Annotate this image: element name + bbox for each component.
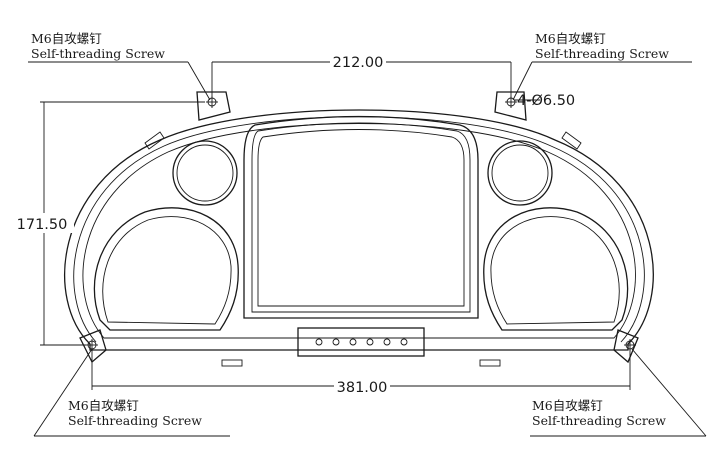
dimension-top-width-label: 212.00 — [333, 55, 384, 71]
indicator-pin — [400, 338, 408, 346]
mount-tab-bottom-left — [79, 329, 107, 364]
large-gauge-right — [483, 207, 629, 331]
callout-bottom-right-cn: M6自攻螺钉 — [532, 398, 603, 413]
callout-bottom-right-en: Self-threading Screw — [532, 413, 666, 428]
callout-bottom-left-cn: M6自攻螺钉 — [68, 398, 139, 413]
large-gauge-left — [93, 207, 239, 331]
hole-spec-label: 4-Ø6.50 — [517, 93, 575, 109]
side-clip-left — [144, 131, 165, 150]
callout-top-right-cn: M6自攻螺钉 — [535, 31, 606, 46]
small-gauge-right — [487, 140, 553, 206]
small-gauge-left-inner — [176, 144, 234, 202]
bottom-clip-left — [221, 359, 243, 367]
indicator-pin — [366, 338, 374, 346]
display-screen-outline — [257, 129, 465, 307]
callout-bottom-right: M6自攻螺钉 Self-threading Screw — [530, 348, 707, 437]
callout-top-left-cn: M6自攻螺钉 — [31, 31, 102, 46]
small-gauge-left — [172, 140, 238, 206]
indicator-strip — [297, 327, 425, 357]
dimension-height-label: 171.50 — [17, 217, 68, 233]
callout-top-left: M6自攻螺钉 Self-threading Screw — [28, 31, 211, 101]
dimension-bottom-width: 381.00 — [91, 350, 631, 396]
indicator-pin — [315, 338, 323, 346]
mount-tab-top-left — [196, 91, 231, 121]
large-gauge-left-inner — [102, 216, 232, 325]
side-clip-right — [561, 131, 582, 150]
dimension-height: 171.50 — [14, 101, 205, 346]
bottom-clip-right — [479, 359, 501, 367]
callout-bottom-left: M6自攻螺钉 Self-threading Screw — [33, 348, 230, 437]
small-gauge-right-inner — [491, 144, 549, 202]
large-gauge-right-inner — [490, 216, 620, 325]
callout-top-right-en: Self-threading Screw — [535, 46, 669, 61]
callout-top-left-en: Self-threading Screw — [31, 46, 165, 61]
indicator-pins — [315, 338, 408, 346]
callout-top-right: M6自攻螺钉 Self-threading Screw — [512, 31, 692, 101]
display-frame-inner — [251, 122, 471, 313]
dimension-top-width: 212.00 — [211, 52, 512, 98]
dimension-hole-spec: 4-Ø6.50 — [515, 93, 575, 109]
housing-inner-outline — [82, 123, 636, 339]
indicator-pin — [349, 338, 357, 346]
mount-tab-bottom-right — [613, 329, 639, 364]
indicator-pin — [383, 338, 391, 346]
callout-bottom-left-en: Self-threading Screw — [68, 413, 202, 428]
housing-rim-outline — [73, 116, 645, 343]
dimension-bottom-width-label: 381.00 — [337, 380, 388, 396]
display-frame-outer — [243, 115, 479, 319]
indicator-pin — [332, 338, 340, 346]
